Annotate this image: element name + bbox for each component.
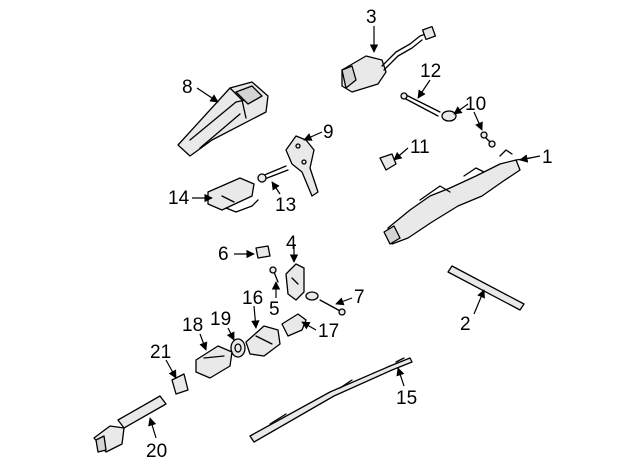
part-20-intermediate-shaft	[93, 395, 167, 453]
callout-9: 9	[323, 122, 334, 143]
callout-17: 17	[318, 321, 339, 342]
callout-3: 3	[366, 7, 377, 28]
callout-16: 16	[242, 288, 263, 309]
callout-1: 1	[542, 147, 553, 168]
part-13-bolt	[257, 165, 289, 183]
part-4-strap	[285, 263, 305, 301]
part-17-sleeve	[281, 313, 307, 337]
part-6-block	[255, 245, 271, 259]
callout-21: 21	[150, 342, 171, 363]
callout-15: 15	[396, 388, 417, 409]
callout-19: 19	[210, 309, 231, 330]
part-21-clamp	[171, 373, 189, 395]
part-1-rack-housing	[383, 140, 531, 245]
part-19-ring	[230, 338, 246, 358]
callout-14: 14	[168, 188, 190, 209]
callout-12: 12	[420, 61, 441, 82]
callout-10: 10	[465, 94, 486, 115]
part-18-coupler	[195, 345, 233, 379]
part-16-yoke	[245, 325, 281, 357]
callout-8: 8	[182, 77, 193, 98]
part-8-column-cover	[177, 81, 269, 157]
part-2-tie-rod	[447, 265, 525, 311]
callout-18: 18	[182, 315, 203, 336]
part-10-bushing	[441, 110, 495, 147]
leader-lines	[148, 26, 541, 439]
callout-7: 7	[354, 287, 365, 308]
part-12-pin	[400, 92, 441, 117]
part-3-lock-cylinder	[341, 25, 437, 93]
part-14-actuator	[207, 177, 259, 213]
callout-2: 2	[460, 314, 471, 335]
part-11-clip	[379, 153, 397, 171]
callout-20: 20	[146, 441, 167, 462]
part-15-steering-shaft	[249, 357, 413, 443]
part-5-screw	[269, 266, 279, 283]
callout-5: 5	[269, 299, 280, 320]
callout-11: 11	[410, 137, 430, 158]
part-9-bracket	[285, 135, 319, 197]
callout-4: 4	[286, 233, 297, 254]
part-7-pin	[305, 291, 346, 316]
callout-13: 13	[275, 195, 296, 216]
callout-6: 6	[218, 244, 229, 265]
